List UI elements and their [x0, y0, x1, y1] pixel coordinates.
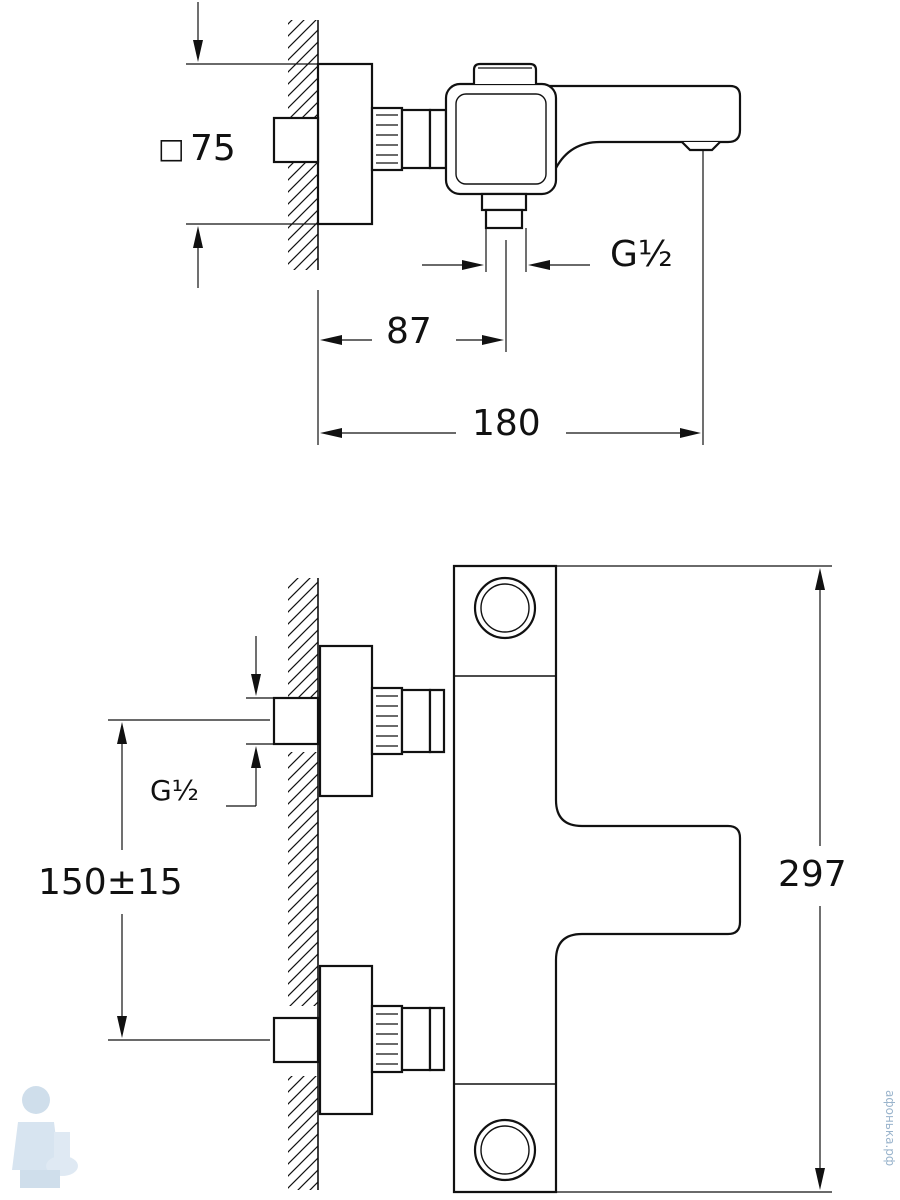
handle-bottom-icon — [473, 1118, 537, 1182]
dim-87 — [317, 240, 507, 445]
connector-nut-upper — [370, 686, 446, 756]
handle-top-icon — [473, 576, 537, 640]
dim-thread-front — [226, 636, 274, 807]
dim-150 — [108, 719, 270, 1041]
dim-297 — [556, 565, 832, 1193]
outlet-top — [480, 192, 528, 212]
dim-spacing-value: 150±15 — [38, 862, 183, 903]
thread-label-top: G½ — [610, 234, 673, 275]
dim-square-75 — [186, 2, 318, 288]
connector-nut-lower — [370, 1004, 446, 1074]
spout-top — [538, 84, 742, 170]
escutcheon-lower — [318, 964, 374, 1116]
dim-thread-top — [422, 228, 590, 272]
top-view: □ 75 G½ 87 180 — [158, 2, 742, 445]
square-symbol: □ — [158, 132, 184, 165]
mixer-body-top — [444, 82, 558, 196]
dim-inlet-value: 87 — [386, 311, 432, 352]
dim-square-value: 75 — [190, 128, 236, 169]
dim-length-value: 180 — [472, 403, 541, 444]
pipe-stub-upper — [272, 696, 320, 746]
neck-top — [428, 108, 448, 170]
front-view: G½ 150±15 297 — [38, 564, 847, 1194]
dim-180 — [320, 150, 704, 445]
watermark-text: афонька.рф — [883, 1090, 897, 1166]
connector-nut-top — [370, 106, 432, 172]
plumber-logo-icon — [12, 1086, 78, 1188]
wall-front — [288, 578, 319, 1190]
thread-label-front: G½ — [150, 774, 199, 807]
pipe-stub-top — [272, 116, 320, 164]
dim-height-value: 297 — [778, 854, 847, 895]
escutcheon-upper — [318, 644, 374, 798]
pipe-stub-lower — [272, 1016, 320, 1064]
mixer-body-front — [452, 564, 742, 1194]
escutcheon-top — [316, 62, 374, 226]
